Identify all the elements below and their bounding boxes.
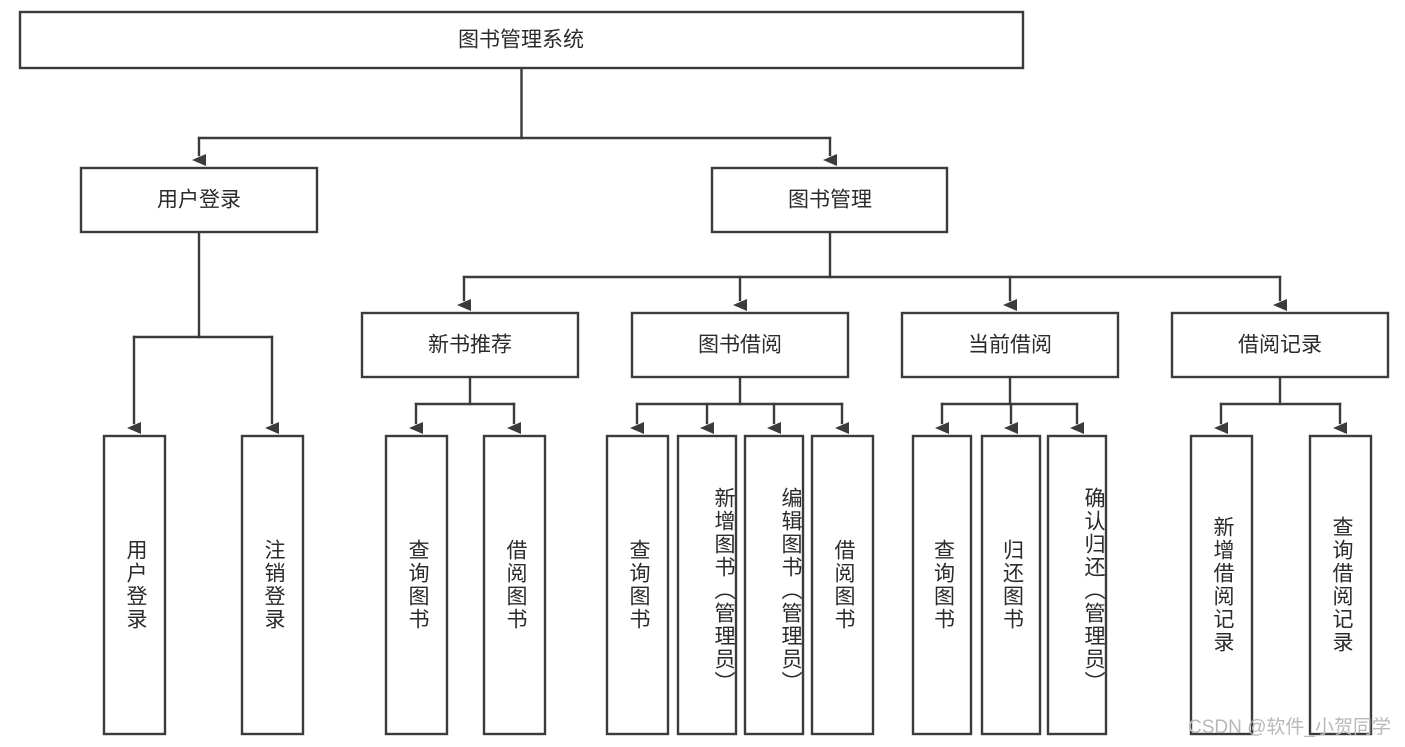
node-user-login-label: 用户登录 xyxy=(157,189,241,212)
node-leaf-borrow-book-box[interactable] xyxy=(810,434,875,736)
node-leaf-query-record-box[interactable] xyxy=(1308,434,1373,736)
node-leaf-user-login-box[interactable] xyxy=(102,434,167,736)
node-leaf-query-book-current-box[interactable] xyxy=(911,434,973,736)
node-layer: 图书管理系统 用户登录 图书管理 新书推荐 图书借阅 xyxy=(18,10,1390,736)
node-root-label: 图书管理系统 xyxy=(458,29,584,52)
connector-layer xyxy=(127,66,1347,434)
node-book-borrow-label: 图书借阅 xyxy=(698,334,782,357)
node-leaf-return-book-box[interactable] xyxy=(980,434,1042,736)
node-current-borrow-label: 当前借阅 xyxy=(968,334,1052,357)
node-book-borrow-box[interactable] xyxy=(630,311,850,379)
node-book-management-label: 图书管理 xyxy=(788,189,872,212)
node-leaf-add-record-box[interactable] xyxy=(1189,434,1254,736)
node-user-login-box[interactable] xyxy=(79,166,319,234)
node-current-borrow[interactable]: 当前借阅 xyxy=(900,311,1120,379)
node-leaf-query-book-rec-box[interactable] xyxy=(384,434,449,736)
node-book-borrow[interactable]: 图书借阅 xyxy=(630,311,850,379)
node-new-book-recommend[interactable]: 新书推荐 xyxy=(360,311,580,379)
node-leaf-confirm-return-box[interactable] xyxy=(1046,434,1108,736)
node-current-borrow-box[interactable] xyxy=(900,311,1120,379)
node-book-management-box[interactable] xyxy=(710,166,949,234)
node-leaf-logout-box[interactable] xyxy=(240,434,305,736)
node-borrow-record-box[interactable] xyxy=(1170,311,1390,379)
node-new-book-recommend-box[interactable] xyxy=(360,311,580,379)
node-leaf-borrow-book-rec-box[interactable] xyxy=(482,434,547,736)
node-leaf-edit-book-box[interactable] xyxy=(743,434,805,736)
node-root[interactable]: 图书管理系统 xyxy=(18,10,1025,70)
node-book-management[interactable]: 图书管理 xyxy=(710,166,949,234)
node-user-login[interactable]: 用户登录 xyxy=(79,166,319,234)
node-borrow-record[interactable]: 借阅记录 xyxy=(1170,311,1390,379)
node-root-box[interactable] xyxy=(18,10,1025,70)
node-new-book-recommend-label: 新书推荐 xyxy=(428,334,512,357)
node-borrow-record-label: 借阅记录 xyxy=(1238,334,1322,357)
node-leaf-query-book-borrow-box[interactable] xyxy=(605,434,670,736)
watermark-label: CSDN @软件_小贺同学 xyxy=(1188,717,1391,738)
node-leaf-add-book-box[interactable] xyxy=(676,434,738,736)
